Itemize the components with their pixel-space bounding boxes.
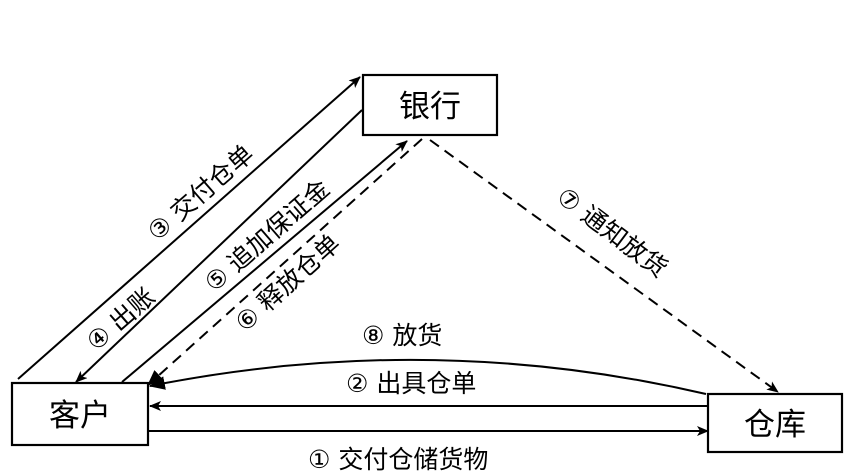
label-step7: ⑦ 通知放货	[551, 182, 673, 284]
arrow-step5	[121, 140, 408, 383]
label-step1: ① 交付仓储货物	[308, 445, 488, 474]
arrow-step6	[147, 138, 423, 386]
customer-node: 客户	[10, 381, 150, 447]
arrow-step4	[75, 109, 363, 383]
warehouse-label: 仓库	[744, 407, 806, 443]
label-step2: ② 出具仓单	[346, 369, 476, 398]
arrow-step3	[17, 76, 361, 380]
label-step3: ③ 交付仓单	[142, 139, 259, 246]
arrow-step8	[148, 358, 707, 395]
bank-label: 银行	[399, 89, 461, 125]
label-step4: ④ 出账	[81, 282, 161, 357]
customer-label: 客户	[49, 398, 111, 434]
arrow-step7	[429, 139, 779, 393]
warehouse-node: 仓库	[706, 392, 844, 454]
bank-node: 银行	[361, 73, 499, 137]
label-step8: ⑧ 放货	[362, 321, 442, 350]
